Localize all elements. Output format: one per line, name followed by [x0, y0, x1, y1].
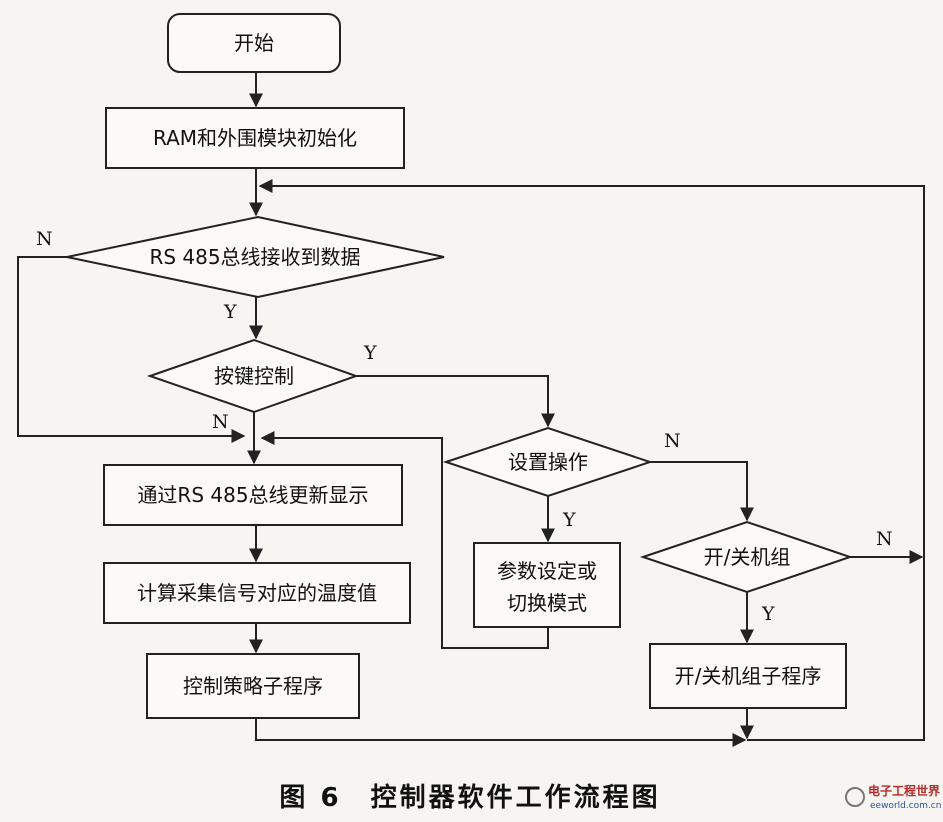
label-set-yes: Y [562, 509, 576, 531]
watermark-logo: 电子工程世界 eeworld.com.cn [845, 783, 941, 811]
onoff-decision: 开/关机组 [639, 520, 854, 594]
label-rs485-no: N [36, 228, 53, 250]
watermark-e-icon [845, 787, 865, 807]
key-control-decision: 按键控制 [146, 338, 360, 414]
param-set-label-line2: 切换模式 [507, 591, 587, 615]
start-node: 开始 [167, 13, 341, 73]
calc-temp-node: 计算采集信号对应的温度值 [103, 562, 411, 624]
control-strategy-node: 控制策略子程序 [146, 653, 360, 719]
start-label: 开始 [234, 31, 274, 55]
watermark-main-text: 电子工程世界 [868, 783, 940, 798]
edge-param-return [260, 431, 549, 649]
watermark-sub-text: eeworld.com.cn [870, 801, 941, 811]
param-set-node: 参数设定或 切换模式 [473, 542, 621, 628]
onoff-decision-label: 开/关机组 [704, 545, 791, 569]
calc-temp-label: 计算采集信号对应的温度值 [137, 581, 377, 605]
control-strategy-label: 控制策略子程序 [183, 674, 323, 698]
label-key-no: N [212, 411, 229, 433]
edges [17, 72, 925, 747]
edge-rs485-no [17, 256, 246, 443]
label-set-no: N [664, 430, 681, 452]
edge-strategy-to-loop [255, 718, 747, 747]
update-display-node: 通过RS 485总线更新显示 [103, 464, 403, 526]
init-label: RAM和外围模块初始化 [153, 126, 357, 150]
onoff-subroutine-label: 开/关机组子程序 [675, 664, 822, 688]
set-operation-label: 设置操作 [508, 450, 588, 474]
edge-key-yes-to-set [356, 375, 555, 428]
key-control-label: 按键控制 [214, 364, 294, 388]
edge-set-no-to-onoff [650, 461, 754, 522]
label-onoff-no: N [876, 528, 893, 550]
update-display-label: 通过RS 485总线更新显示 [137, 483, 368, 507]
label-rs485-yes: Y [223, 301, 237, 323]
rs485-decision-label: RS 485总线接收到数据 [149, 245, 360, 269]
param-set-label-line1: 参数设定或 [497, 559, 597, 583]
edge-loop-return [258, 179, 925, 741]
init-node: RAM和外围模块初始化 [105, 107, 405, 169]
rs485-decision: RS 485总线接收到数据 [66, 215, 445, 299]
label-onoff-yes: Y [761, 603, 775, 625]
label-key-yes: Y [363, 342, 377, 364]
figure-caption: 图 6 控制器软件工作流程图 [279, 783, 660, 813]
edge-labels: N Y Y N N Y N Y [36, 228, 893, 625]
set-operation-decision: 设置操作 [442, 426, 654, 498]
onoff-subroutine-node: 开/关机组子程序 [649, 643, 847, 709]
